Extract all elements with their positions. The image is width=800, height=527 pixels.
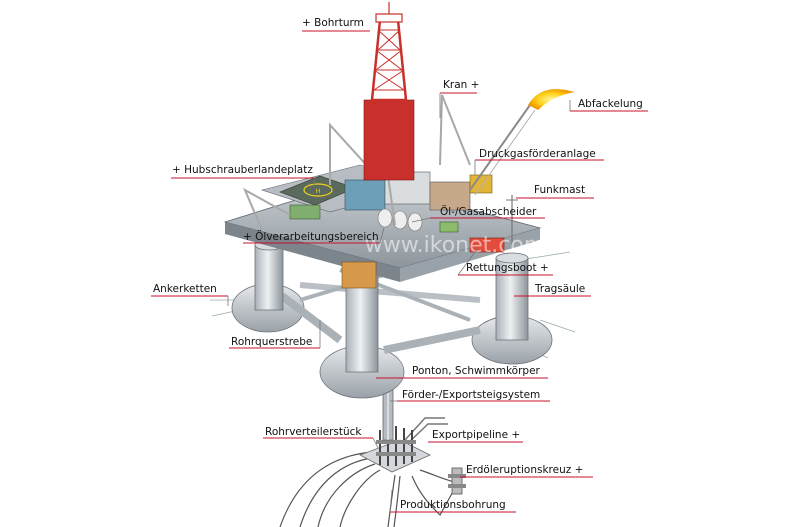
christmas-tree-structure [448, 467, 466, 495]
label-processing-area[interactable]: + Ölverarbeitungsbereich [243, 231, 379, 243]
label-manifold: Rohrverteilerstück [265, 426, 362, 438]
flare-flame [528, 89, 575, 110]
manifold-structure [359, 426, 431, 473]
label-helideck[interactable]: + Hubschrauberlandeplatz [172, 164, 313, 176]
label-gas-lift-plant: Druckgasförderanlage [479, 148, 596, 160]
label-riser-system: Förder-/Exportsteigsystem [402, 389, 541, 401]
derrick [363, 2, 415, 181]
leader-lines [151, 30, 648, 513]
label-christmas-tree[interactable]: Erdöleruptionskreuz + [466, 464, 584, 476]
label-radio-mast: Funkmast [534, 184, 586, 196]
radio-mast [506, 195, 518, 245]
label-support-column: Tragsäule [535, 283, 586, 295]
label-oil-gas-separator: Öl-/Gasabscheider [440, 206, 537, 218]
label-crane[interactable]: Kran + [443, 79, 480, 91]
label-derrick[interactable]: + Bohrturm [302, 17, 364, 29]
label-flare: Abfackelung [578, 98, 643, 110]
label-cross-brace: Rohrquerstrebe [231, 336, 313, 348]
flare-boom [469, 89, 575, 196]
label-production-well: Produktionsbohrung [400, 499, 506, 511]
label-anchor-chains: Ankerketten [153, 283, 217, 295]
label-export-pipeline[interactable]: Exportpipeline + [432, 429, 521, 441]
watermark: www.ikonet.com [365, 233, 546, 258]
label-pontoon: Ponton, Schwimmkörper [412, 365, 540, 377]
label-lifeboat[interactable]: Rettungsboot + [466, 262, 549, 274]
svg-text:H: H [316, 188, 321, 195]
